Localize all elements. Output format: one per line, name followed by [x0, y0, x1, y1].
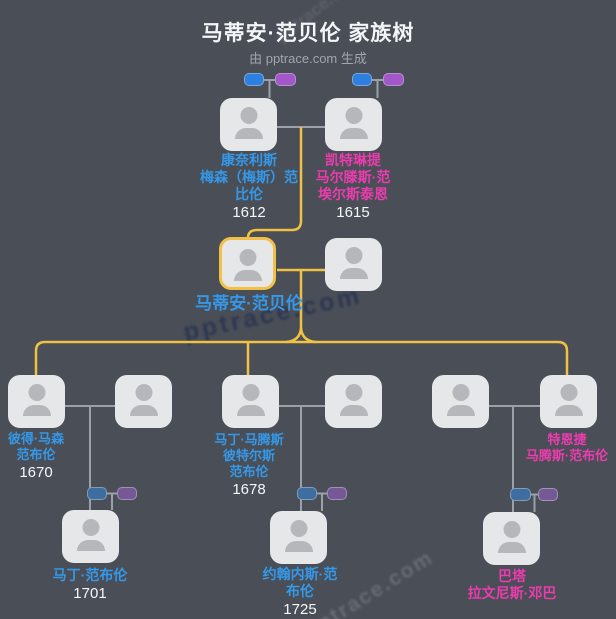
person-card-gen1-father[interactable] [220, 98, 277, 151]
person-card-focus[interactable] [219, 237, 276, 290]
avatar-icon [239, 249, 256, 266]
person-name: 彼特尔斯 [222, 447, 275, 463]
person-card-grandson-martin[interactable] [62, 510, 119, 563]
avatar-icon [339, 128, 368, 139]
person-label-focus: 马蒂安·范贝伦 [195, 294, 303, 315]
person-name: 特恩捷 [547, 432, 587, 447]
person-label-gen1-mother: 凯特琳提 马尔滕斯·范 埃尔斯泰恩 1615 [316, 152, 391, 223]
person-name: 约翰内斯·范 [262, 566, 338, 582]
father-badge-icon[interactable] [352, 73, 372, 86]
person-name: 布伦 [285, 583, 314, 600]
person-name: 梅森（梅斯）范 [200, 169, 298, 186]
person-card-focus-spouse[interactable] [325, 238, 382, 291]
avatar-icon [135, 384, 152, 401]
father-badge-icon[interactable] [87, 487, 107, 500]
person-label-grandson-johannes: 约翰内斯·范 布伦 1725 [263, 566, 338, 619]
mother-badge-icon[interactable] [538, 488, 558, 501]
person-card-granddaughter-bata[interactable] [483, 512, 540, 565]
person-card-spouse[interactable] [115, 375, 172, 428]
person-label-gen1-father: 康奈利斯 梅森（梅斯）范 比伦 1612 [200, 152, 298, 223]
person-card-spouse[interactable] [432, 375, 489, 428]
person-name: 凯特琳提 [324, 152, 381, 168]
person-label-son-peter: 彼得·马森 范布伦 1670 [8, 431, 64, 482]
page-title: 马蒂安·范贝伦 家族树 [201, 22, 415, 45]
person-card-son-peter[interactable] [8, 375, 65, 428]
page-subtitle: 由 pptrace.com 生成 [249, 51, 367, 66]
person-name: 马尔滕斯·范 [315, 169, 391, 186]
person-card-son-martin[interactable] [222, 375, 279, 428]
birth-year: 1612 [232, 204, 266, 222]
person-name: 康奈利斯 [221, 152, 277, 168]
avatar-icon [345, 107, 362, 124]
father-badge-icon[interactable] [297, 487, 317, 500]
birth-year: 1615 [336, 204, 370, 222]
avatar-icon [339, 405, 368, 416]
person-name: 彼得·马森 [7, 431, 65, 446]
person-name: 拉文尼斯·邓巴 [467, 585, 557, 602]
person-card-grandson-johannes[interactable] [270, 511, 327, 564]
father-badge-icon[interactable] [244, 73, 264, 86]
avatar-icon [290, 520, 307, 537]
avatar-icon [22, 405, 51, 416]
birth-year: 1701 [73, 585, 107, 603]
person-name: 马蒂安·范贝伦 [195, 294, 303, 313]
person-label-grandson-martin: 马丁·范布伦 1701 [53, 567, 128, 603]
father-badge-icon[interactable] [510, 488, 531, 501]
birth-year: 1670 [19, 463, 53, 481]
person-card-gen1-mother[interactable] [325, 98, 382, 151]
avatar-icon [240, 107, 257, 124]
avatar-icon [76, 540, 105, 551]
person-name: 比伦 [235, 186, 263, 203]
avatar-icon [129, 405, 158, 416]
person-card-spouse[interactable] [325, 375, 382, 428]
avatar-icon [446, 405, 475, 416]
mother-badge-icon[interactable] [383, 73, 404, 86]
avatar-icon [233, 270, 262, 281]
mother-badge-icon[interactable] [327, 487, 347, 500]
avatar-icon [236, 405, 265, 416]
person-label-daughter-teuntje: 特恩捷 马腾斯·范布伦 [526, 432, 608, 464]
mother-badge-icon[interactable] [275, 73, 296, 86]
person-card-daughter-teuntje[interactable] [540, 375, 597, 428]
person-name: 马丁·范布伦 [52, 567, 128, 583]
person-label-granddaughter-bata: 巴塔 拉文尼斯·邓巴 [468, 568, 557, 602]
avatar-icon [28, 384, 45, 401]
avatar-icon [554, 405, 583, 416]
person-label-son-martin: 马丁·马腾斯 彼特尔斯 范布伦 1678 [214, 432, 283, 499]
avatar-icon [452, 384, 469, 401]
avatar-icon [82, 519, 99, 536]
avatar-icon [234, 128, 263, 139]
person-name: 范布伦 [229, 463, 269, 479]
avatar-icon [284, 541, 313, 552]
person-name: 埃尔斯泰恩 [317, 186, 388, 203]
birth-year: 1725 [283, 601, 317, 619]
avatar-icon [497, 542, 526, 553]
mother-badge-icon[interactable] [117, 487, 137, 500]
avatar-icon [339, 268, 368, 279]
person-name: 巴塔 [497, 568, 526, 584]
avatar-icon [242, 384, 259, 401]
avatar-icon [560, 384, 577, 401]
person-name: 范布伦 [16, 446, 56, 462]
person-name: 马腾斯·范布伦 [525, 447, 609, 463]
person-name: 马丁·马腾斯 [214, 432, 284, 447]
birth-year: 1678 [232, 480, 266, 498]
avatar-icon [345, 384, 362, 401]
avatar-icon [503, 521, 520, 538]
avatar-icon [345, 247, 362, 264]
